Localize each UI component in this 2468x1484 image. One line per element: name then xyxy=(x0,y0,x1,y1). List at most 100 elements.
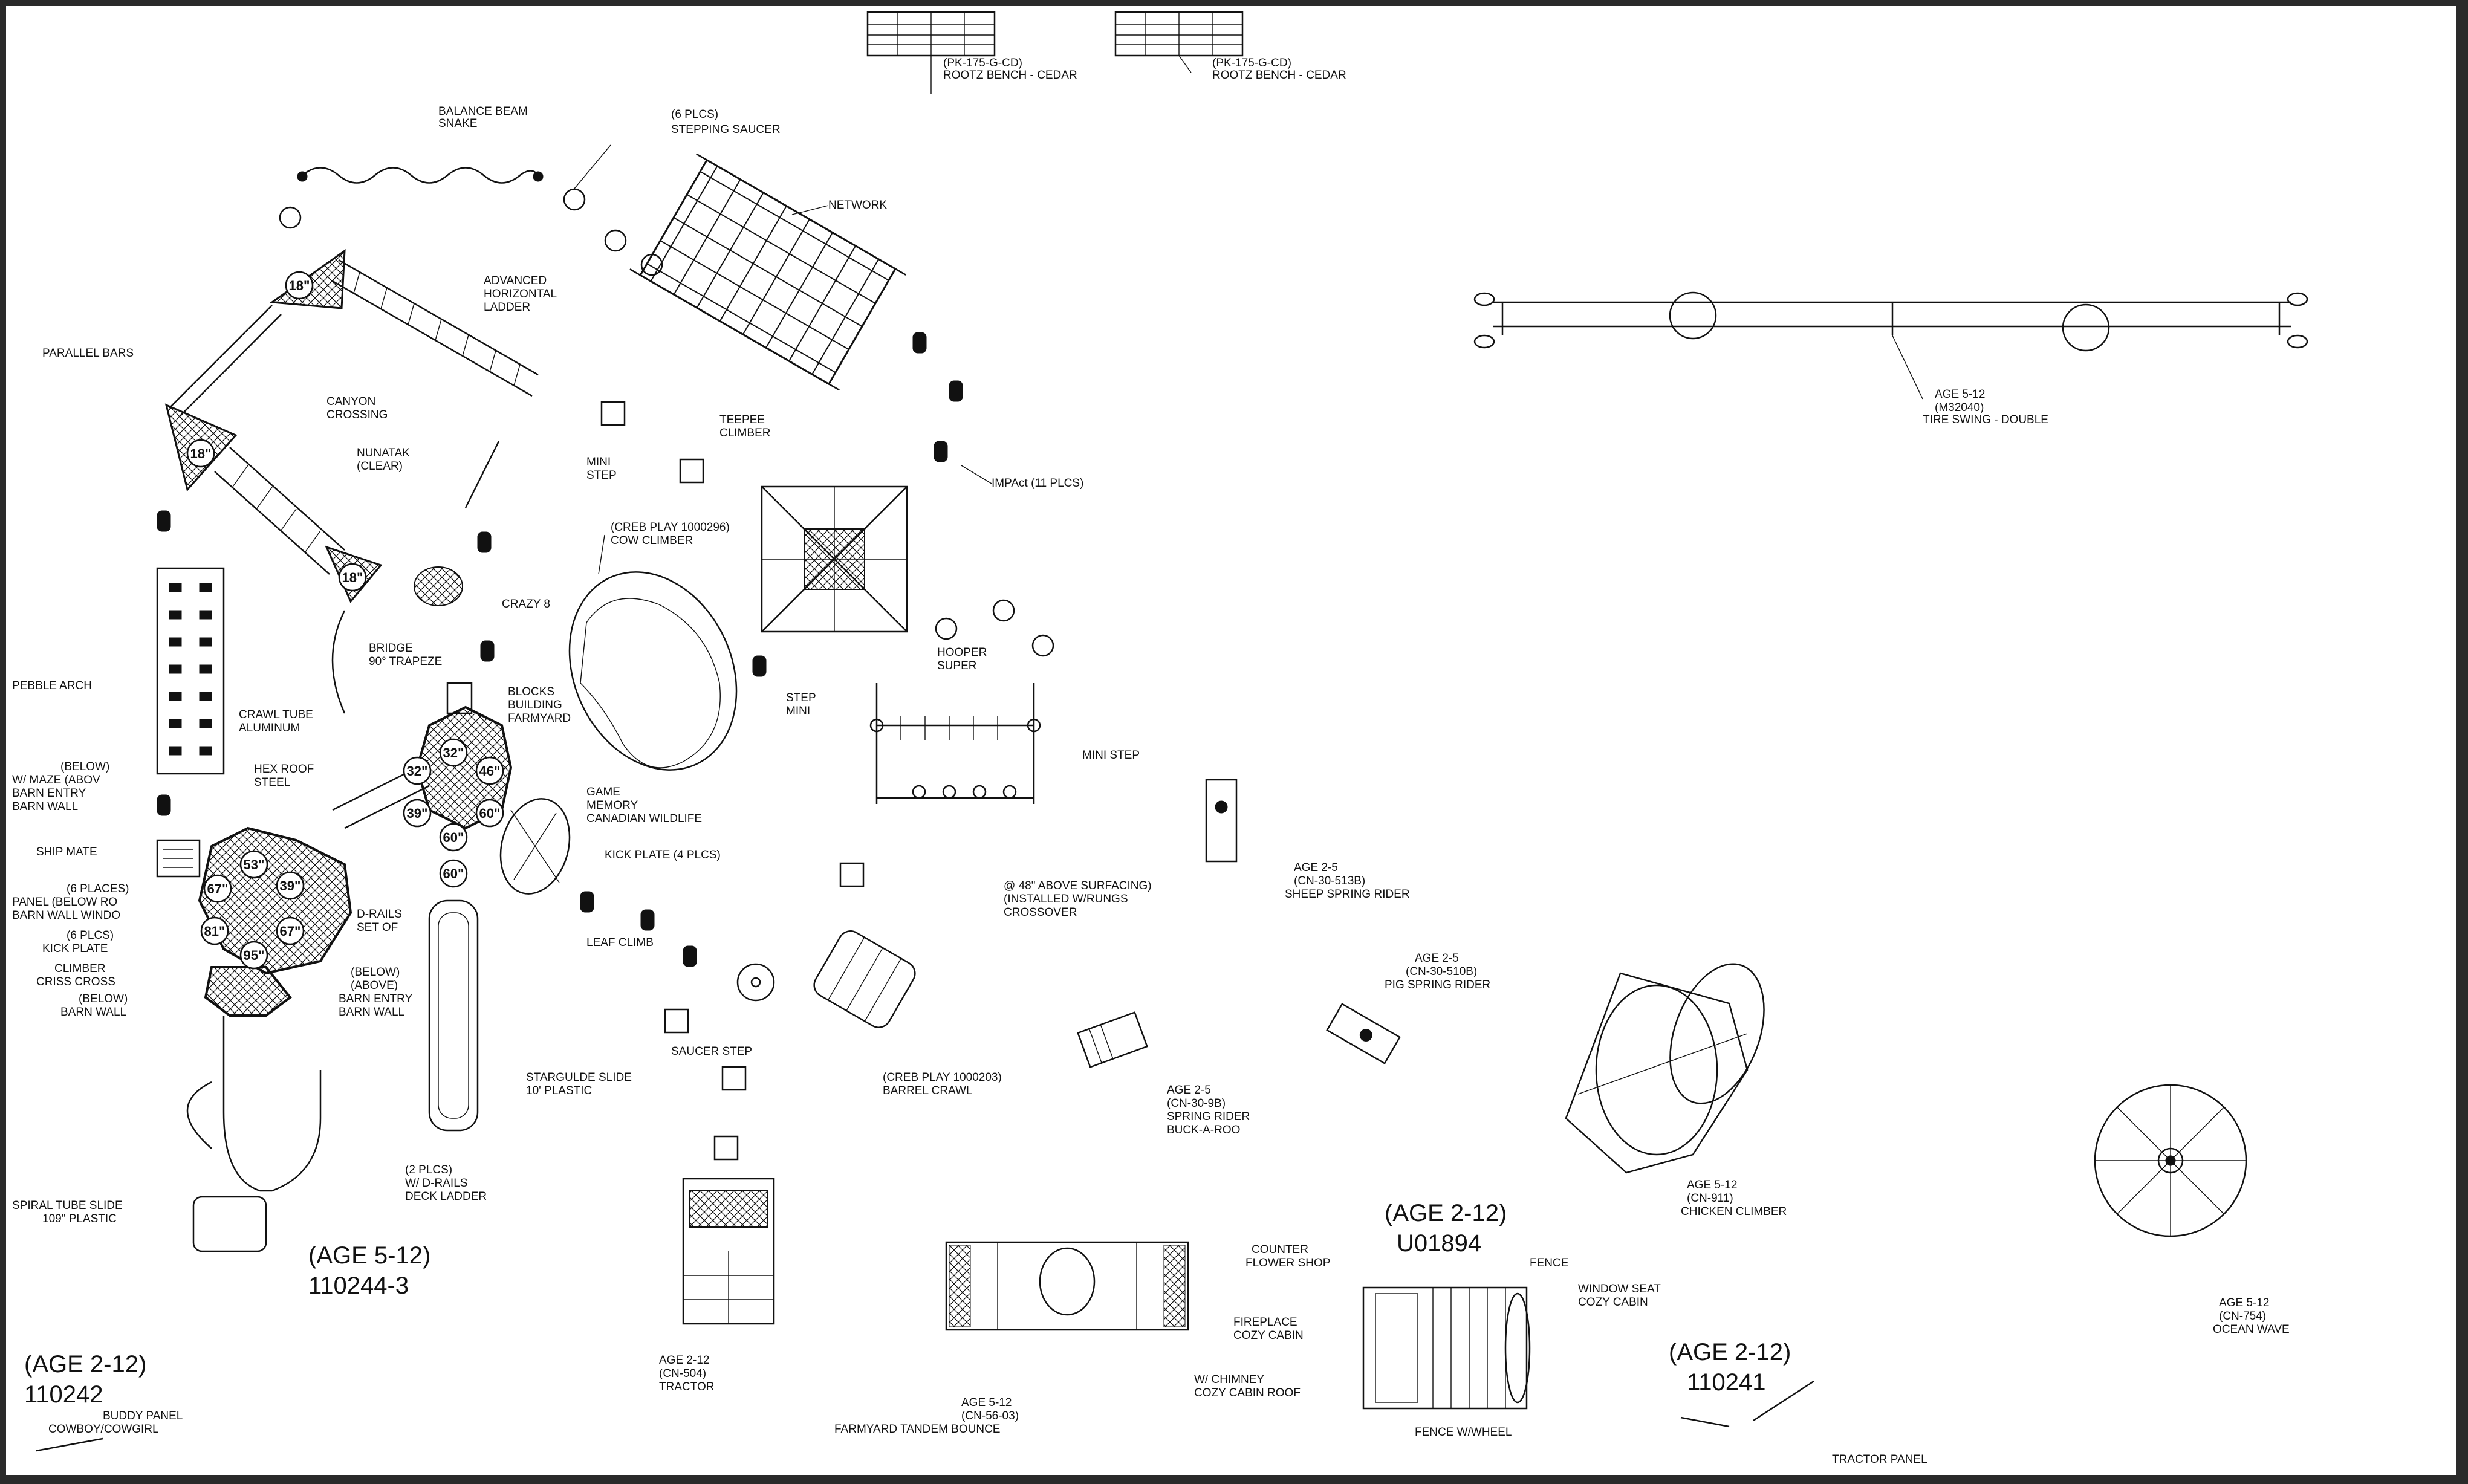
svg-text:MINI: MINI xyxy=(786,705,810,718)
svg-text:(2 PLCS): (2 PLCS) xyxy=(405,1164,452,1176)
svg-text:110242: 110242 xyxy=(24,1381,103,1408)
svg-text:PEBBLE ARCH: PEBBLE ARCH xyxy=(12,679,92,692)
svg-text:PIG SPRING RIDER: PIG SPRING RIDER xyxy=(1385,979,1490,991)
svg-text:ADVANCED: ADVANCED xyxy=(484,274,547,287)
svg-text:SHIP MATE: SHIP MATE xyxy=(36,846,97,858)
svg-text:32": 32" xyxy=(443,745,464,760)
svg-text:(CN-754): (CN-754) xyxy=(2219,1310,2266,1323)
ocean-wave xyxy=(2094,1084,2247,1237)
site-plan-drawing: 32" 46" 32" 39" 60" 60" 60" 53" 39" 67" … xyxy=(12,11,2308,1466)
svg-text:COZY CABIN: COZY CABIN xyxy=(1578,1296,1648,1309)
svg-text:18": 18" xyxy=(190,446,212,461)
canyon-crossing-structure xyxy=(164,248,539,603)
super-hooper xyxy=(869,683,1041,804)
svg-text:CROSSING: CROSSING xyxy=(326,409,388,421)
svg-text:SPIRAL TUBE SLIDE: SPIRAL TUBE SLIDE xyxy=(12,1199,123,1212)
svg-text:COW CLIMBER: COW CLIMBER xyxy=(611,534,693,547)
svg-text:LADDER: LADDER xyxy=(484,301,530,314)
pig-spring-rider xyxy=(1326,1003,1401,1064)
svg-text:CHICKEN CLIMBER: CHICKEN CLIMBER xyxy=(1681,1205,1787,1218)
svg-text:SHEEP SPRING RIDER: SHEEP SPRING RIDER xyxy=(1285,888,1410,901)
svg-text:(M32040): (M32040) xyxy=(1935,401,1984,414)
svg-text:39": 39" xyxy=(280,878,301,893)
svg-text:BARN WALL WINDO: BARN WALL WINDO xyxy=(12,909,120,922)
svg-text:39": 39" xyxy=(407,806,428,821)
svg-text:(CREB PLAY 1000203): (CREB PLAY 1000203) xyxy=(883,1071,1002,1084)
trapeze-bridge xyxy=(331,610,346,714)
svg-text:@ 48" ABOVE SURFACING): @ 48" ABOVE SURFACING) xyxy=(1004,880,1152,892)
rootz-bench-1 xyxy=(866,11,996,94)
svg-text:81": 81" xyxy=(204,924,226,939)
tire-swing-double xyxy=(1473,291,2308,400)
svg-text:(ABOVE): (ABOVE) xyxy=(351,979,398,992)
sheep-spring-rider xyxy=(1205,779,1238,863)
impact-markers xyxy=(157,332,992,967)
network-climber xyxy=(629,153,906,391)
svg-text:COZY CABIN ROOF: COZY CABIN ROOF xyxy=(1194,1387,1301,1399)
svg-text:(CLEAR): (CLEAR) xyxy=(357,460,403,473)
svg-text:NETWORK: NETWORK xyxy=(828,199,887,212)
deck-height-markers: 32" 46" 32" 39" 60" 60" 60" 53" 39" 67" … xyxy=(190,278,504,970)
svg-text:CANYON: CANYON xyxy=(326,395,375,408)
svg-text:IMPAct (11 PLCS): IMPAct (11 PLCS) xyxy=(992,477,1083,490)
svg-text:BARN WALL: BARN WALL xyxy=(12,800,78,813)
svg-text:(6 PLCS): (6 PLCS) xyxy=(671,108,718,121)
svg-text:FLOWER SHOP: FLOWER SHOP xyxy=(1245,1257,1330,1269)
structure-ids: 110244-3 (AGE 5-12) U01894 (AGE 2-12) 11… xyxy=(24,1200,1791,1408)
svg-text:STARGULDE SLIDE: STARGULDE SLIDE xyxy=(526,1071,632,1084)
svg-text:CRAWL TUBE: CRAWL TUBE xyxy=(239,708,313,721)
svg-text:(AGE 2-12): (AGE 2-12) xyxy=(1385,1200,1507,1226)
svg-text:BARREL CRAWL: BARREL CRAWL xyxy=(883,1084,973,1097)
svg-text:SNAKE: SNAKE xyxy=(438,117,477,130)
svg-text:STEPPING SAUCER: STEPPING SAUCER xyxy=(671,123,781,136)
cow-climber xyxy=(568,534,738,771)
svg-text:HEX ROOF: HEX ROOF xyxy=(254,763,314,776)
svg-text:CRISS CROSS: CRISS CROSS xyxy=(36,976,115,988)
saucer-step xyxy=(736,963,775,1002)
svg-text:BUILDING: BUILDING xyxy=(508,699,562,711)
svg-text:WINDOW SEAT: WINDOW SEAT xyxy=(1578,1283,1661,1295)
svg-text:(CN-30-513B): (CN-30-513B) xyxy=(1294,875,1365,887)
svg-text:TRACTOR: TRACTOR xyxy=(659,1381,714,1393)
svg-text:(BELOW): (BELOW) xyxy=(351,966,400,979)
svg-text:109" PLASTIC: 109" PLASTIC xyxy=(42,1213,117,1225)
svg-text:60": 60" xyxy=(443,830,464,845)
svg-text:AGE 5-12: AGE 5-12 xyxy=(2219,1297,2269,1309)
svg-text:GAME: GAME xyxy=(586,786,620,799)
svg-text:FENCE: FENCE xyxy=(1530,1257,1568,1269)
svg-text:AGE 2-5: AGE 2-5 xyxy=(1294,861,1338,874)
svg-text:CLIMBER: CLIMBER xyxy=(54,962,105,975)
svg-text:BARN WALL: BARN WALL xyxy=(339,1006,404,1019)
plan-markers xyxy=(600,401,865,1161)
svg-text:FIREPLACE: FIREPLACE xyxy=(1233,1316,1297,1329)
svg-text:(AGE 2-12): (AGE 2-12) xyxy=(1669,1339,1791,1366)
svg-text:AGE 2-5: AGE 2-5 xyxy=(1167,1084,1211,1097)
svg-text:53": 53" xyxy=(244,857,265,872)
svg-text:STEP: STEP xyxy=(586,469,617,482)
svg-text:U01894: U01894 xyxy=(1397,1230,1481,1257)
svg-text:(6 PLACES): (6 PLACES) xyxy=(67,883,129,895)
svg-text:CLIMBER: CLIMBER xyxy=(719,427,770,439)
svg-text:(CN-30-510B): (CN-30-510B) xyxy=(1406,965,1477,978)
svg-text:OCEAN WAVE: OCEAN WAVE xyxy=(2213,1323,2290,1336)
structure-110244-3 xyxy=(156,682,571,1252)
svg-text:(CN-56-03): (CN-56-03) xyxy=(961,1410,1019,1422)
svg-text:18": 18" xyxy=(289,278,310,293)
svg-text:(CN-504): (CN-504) xyxy=(659,1367,706,1380)
svg-text:90° TRAPEZE: 90° TRAPEZE xyxy=(369,655,442,668)
svg-text:95": 95" xyxy=(244,948,265,963)
barrel-crawl xyxy=(813,930,916,1028)
svg-text:BRIDGE: BRIDGE xyxy=(369,642,413,655)
svg-text:(CREB PLAY 1000296): (CREB PLAY 1000296) xyxy=(611,521,730,534)
svg-text:MEMORY: MEMORY xyxy=(586,799,638,812)
svg-text:W/ MAZE (ABOV: W/ MAZE (ABOV xyxy=(12,774,100,786)
svg-text:COUNTER: COUNTER xyxy=(1252,1243,1308,1256)
svg-text:STEEL: STEEL xyxy=(254,776,290,789)
structure-u01894 xyxy=(1362,1286,1531,1410)
svg-text:HORIZONTAL: HORIZONTAL xyxy=(484,288,557,300)
svg-text:AGE 5-12: AGE 5-12 xyxy=(1687,1179,1737,1191)
svg-text:D-RAILS: D-RAILS xyxy=(357,908,402,921)
svg-text:(PK-175-G-CD): (PK-175-G-CD) xyxy=(1212,57,1291,70)
svg-text:TEEPEE: TEEPEE xyxy=(719,413,765,426)
drawing-sheet: 32" 46" 32" 39" 60" 60" 60" 53" 39" 67" … xyxy=(6,6,2456,1475)
